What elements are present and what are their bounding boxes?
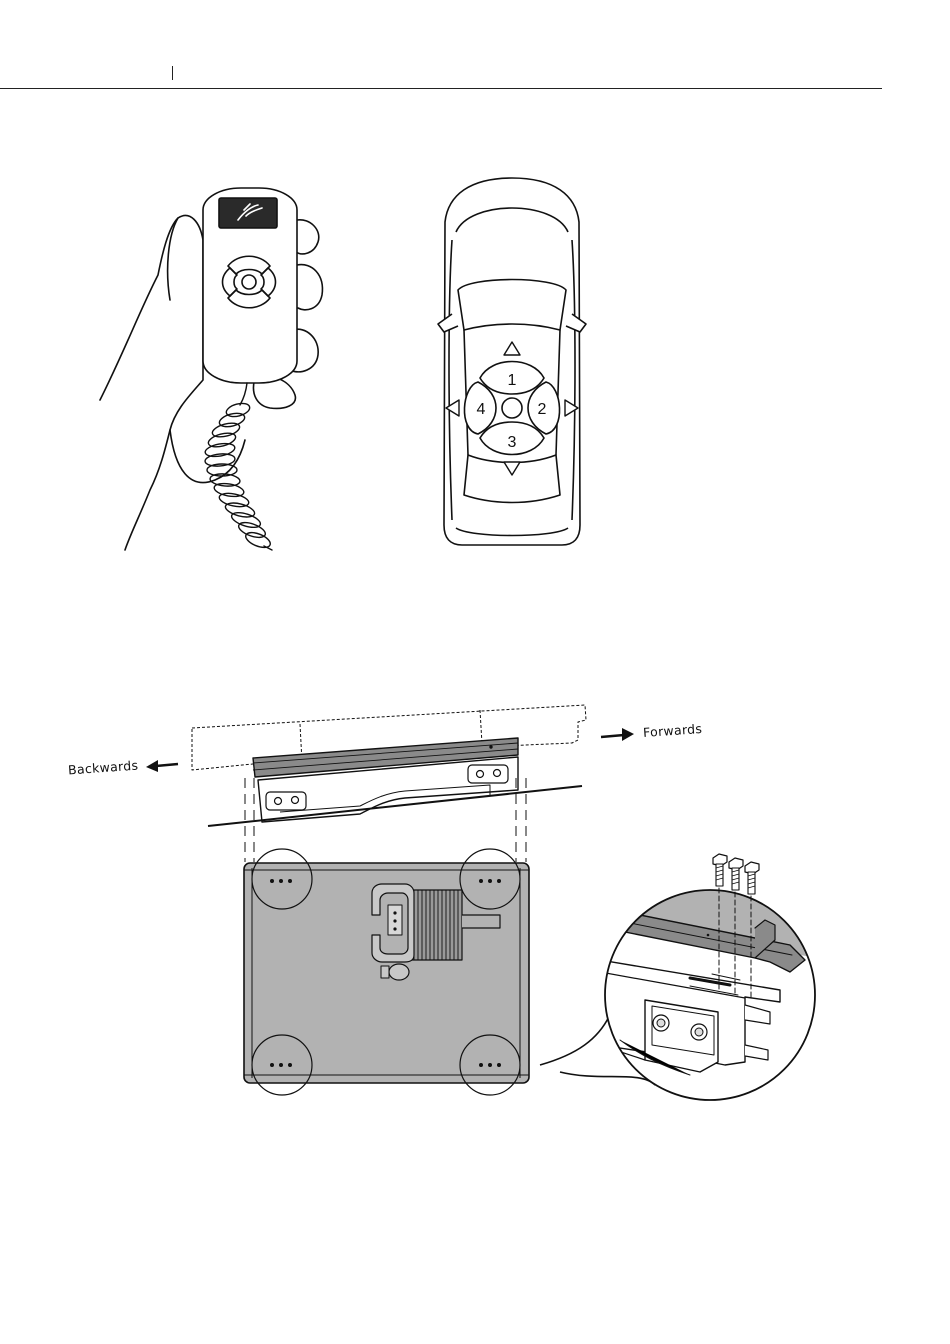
remote-display (219, 198, 277, 228)
remote-hand-illustration (100, 188, 322, 550)
seat-side-view (146, 705, 634, 826)
mechanism-tab (462, 915, 500, 928)
hand-finger-1 (296, 220, 319, 254)
pad-center (502, 398, 522, 418)
base-plate (244, 849, 529, 1095)
pad-label-left: 4 (477, 401, 486, 418)
detail-bolts (713, 854, 759, 894)
hand-finger-2 (297, 265, 322, 310)
cable-grommet (389, 964, 409, 980)
pad-label-front: 1 (508, 372, 517, 389)
remote-coiled-cable (204, 383, 272, 550)
hand-outline (100, 215, 203, 550)
forwards-arrow-icon (601, 735, 624, 737)
hand-thumb (168, 218, 178, 300)
pad-label-rear: 3 (508, 434, 517, 451)
detail-magnifier (560, 854, 860, 1100)
pad-label-right: 2 (538, 401, 547, 418)
backwards-arrow-icon (156, 764, 178, 766)
